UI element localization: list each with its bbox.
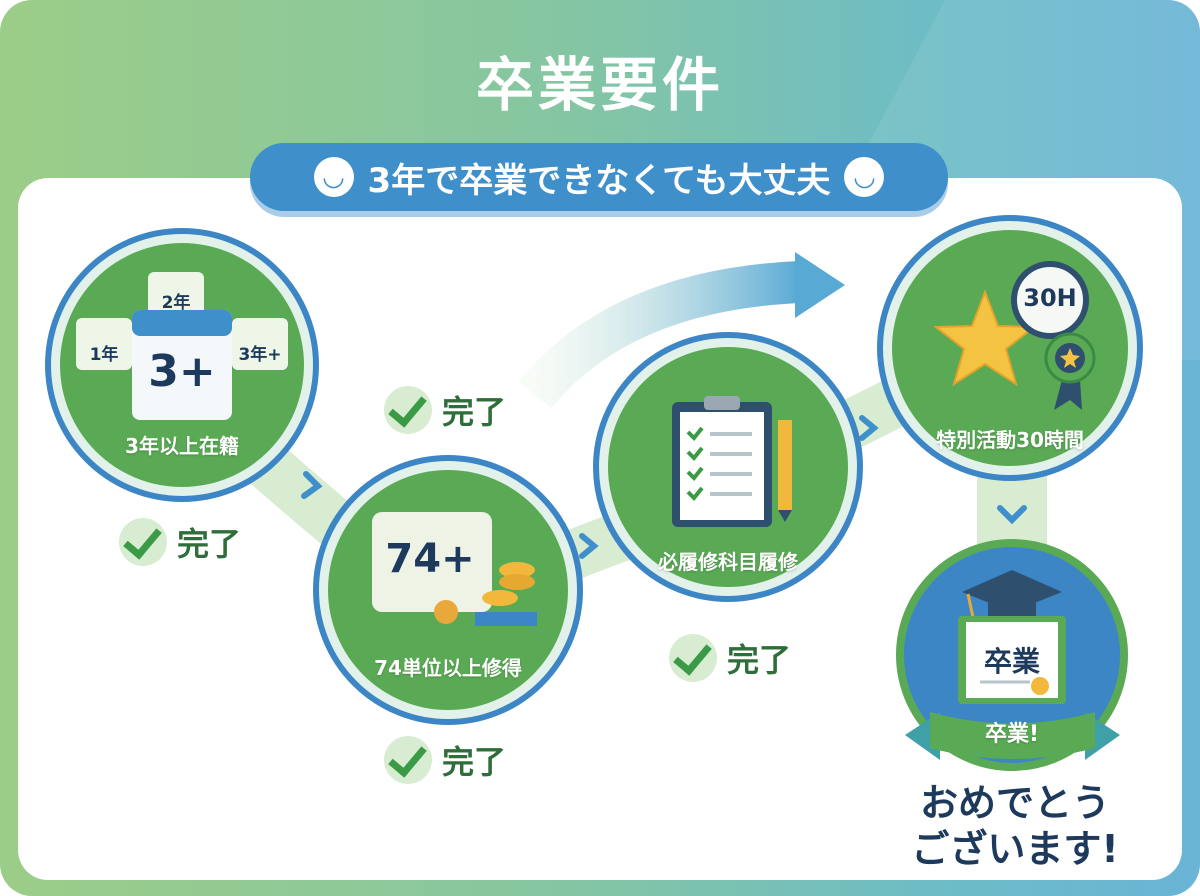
- calendar-icon: [76, 272, 288, 420]
- status-text: 完了: [726, 641, 792, 679]
- diploma-icon: [958, 616, 1066, 704]
- calendar-label: 1年: [89, 345, 119, 365]
- page-title: 卒業要件: [475, 51, 724, 119]
- smiley-face-icon: ◡: [844, 157, 885, 197]
- status-text: 完了: [441, 393, 507, 431]
- big-arrow-head: [795, 252, 845, 318]
- smiley-face-icon: ◡: [313, 157, 354, 197]
- check-icon: [118, 518, 167, 566]
- status-badge: 完了: [118, 518, 242, 566]
- clipboard-icon: [672, 396, 792, 527]
- step-label-required-courses: 必履修科目履修: [658, 550, 798, 574]
- ribbon-text: 卒業!: [984, 722, 1040, 747]
- medal-icon: [1044, 332, 1096, 410]
- check-icon: [383, 736, 432, 784]
- chevron-icon: [859, 415, 879, 441]
- credits-value: 74+: [385, 536, 475, 582]
- chevron-icon: [579, 533, 599, 559]
- scroll-icon: [372, 512, 537, 626]
- status-badge: 完了: [668, 634, 792, 682]
- congrats-line-1: おめでとう: [919, 781, 1110, 825]
- status-badge: 完了: [383, 736, 507, 784]
- check-icon: [668, 634, 717, 682]
- graduation-cap-icon: [962, 570, 1062, 623]
- congratulations-message: おめでとう ございます!: [911, 780, 1118, 872]
- step-label-special-activities: 特別活動30時間: [936, 428, 1084, 452]
- diploma-text: 卒業: [983, 645, 1041, 678]
- chevron-down-icon: [997, 505, 1027, 525]
- ribbon-banner: [905, 712, 1120, 760]
- calendar-label: 2年: [161, 293, 191, 313]
- big-arrow: [518, 261, 801, 409]
- congrats-line-2: ございます!: [911, 827, 1119, 871]
- reassurance-banner: ◡ 3年で卒業できなくても大丈夫 ◡: [250, 143, 948, 211]
- years-value: 3+: [148, 346, 216, 397]
- status-text: 完了: [441, 743, 507, 781]
- status-badge: 完了: [383, 386, 507, 434]
- chevron-icon: [301, 471, 323, 499]
- step-label-credits: 74単位以上修得: [374, 656, 522, 680]
- step-label-enrollment: 3年以上在籍: [125, 434, 239, 458]
- hours-value: 30H: [1023, 284, 1077, 312]
- connector-4-5: [977, 470, 1047, 550]
- banner-text: 3年で卒業できなくても大丈夫: [367, 160, 831, 201]
- clock-icon: [1011, 261, 1089, 339]
- check-icon: [383, 386, 432, 434]
- status-text: 完了: [176, 525, 242, 563]
- calendar-label: 3年+: [238, 345, 282, 365]
